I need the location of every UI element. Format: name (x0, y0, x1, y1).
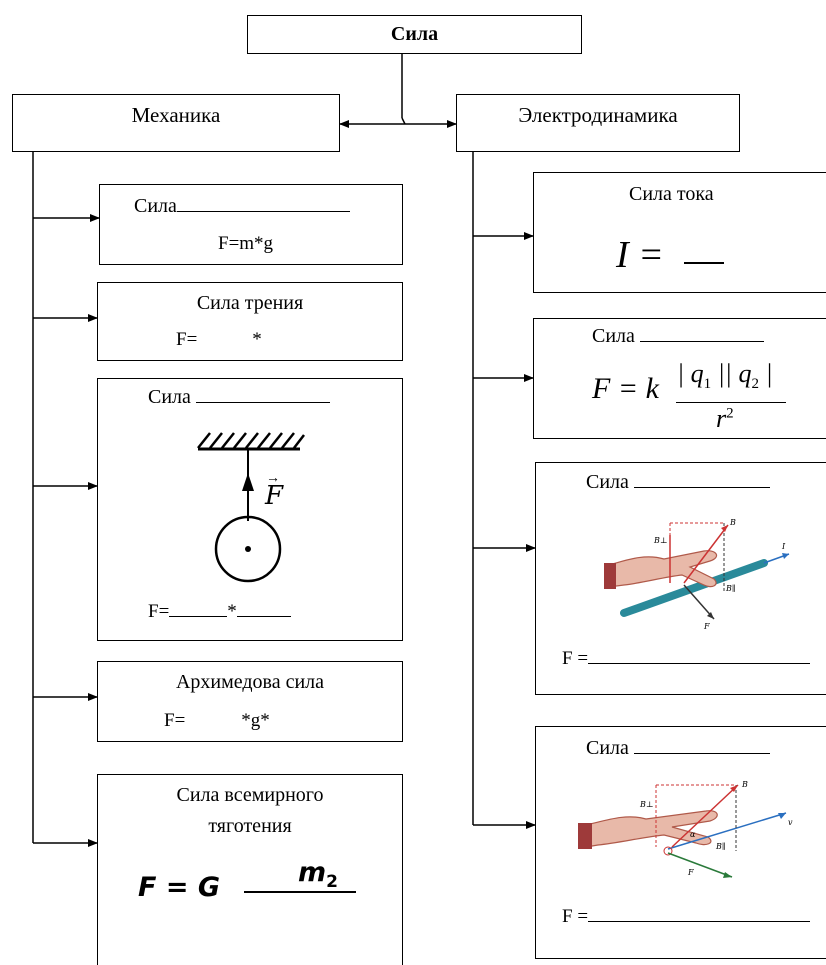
fig-label-b: B (741, 780, 748, 789)
mechanics-header-box: Механика (12, 94, 340, 152)
fig-label-f: F (703, 622, 710, 631)
coulomb-fraction-bar (676, 402, 786, 403)
fig-label-alpha: α (690, 830, 696, 839)
electro-box-ampere: Сила B B⊥ B∥ I F F = (535, 462, 826, 695)
hanging-ball-figure (197, 432, 305, 583)
archimedes-title: Архимедова сила (175, 671, 325, 693)
coulomb-r-sup: 2 (726, 405, 734, 422)
coulomb-formula-lhs: F = k (592, 372, 659, 405)
title-box: Сила (247, 15, 582, 54)
gravity-label-text: Сила (134, 195, 177, 217)
coulomb-q2-sub: 2 (751, 376, 759, 393)
tension-formula: F= * (148, 601, 291, 623)
fig-label-bperp: B⊥ (653, 536, 667, 545)
archimedes-formula-prefix: F= (164, 710, 186, 731)
left-hand-rule-charge-figure: B B⊥ B∥ v F α (578, 780, 793, 878)
answer-blank (633, 753, 770, 754)
friction-formula: F= * (176, 329, 262, 351)
tension-vector-label: F (265, 481, 284, 511)
fig-label-i: I (781, 542, 786, 551)
gravitation-numerator: m2 (298, 857, 338, 892)
coulomb-label: Сила (592, 325, 764, 348)
fig-label-v: v (788, 818, 793, 827)
fig-label-f: F (687, 868, 694, 877)
gravitation-fraction-bar (244, 891, 356, 893)
gravitation-num-sub: 2 (326, 872, 338, 892)
coulomb-label-text: Сила (592, 325, 635, 347)
answer-blank (176, 211, 350, 212)
friction-formula-mid: * (252, 329, 262, 350)
mech-box-friction: Сила трения F= * (97, 282, 403, 361)
mech-box-gravitation: Сила всемирного тяготения F = G m2 (97, 774, 403, 965)
friction-formula-prefix: F= (176, 329, 198, 350)
force-arrow-head (242, 473, 254, 491)
coulomb-q2: q (738, 359, 752, 388)
mechanics-header-text: Механика (131, 103, 221, 127)
electro-box-current: Сила тока I = (533, 172, 826, 293)
answer-blank (639, 341, 764, 342)
mech-box-gravity-label: Сила (134, 195, 350, 218)
gravitation-title-1: Сила всемирного (176, 784, 324, 806)
lorentz-label: Сила (586, 737, 770, 760)
mech-box-tension: Сила F → F= * (97, 378, 403, 641)
gravitation-formula-lhs: F = G (138, 872, 221, 903)
gravitation-num-m: m (298, 857, 327, 888)
current-title: Сила тока (629, 183, 714, 205)
electro-header-text: Электродинамика (518, 103, 678, 127)
answer-blank (633, 487, 770, 488)
tension-formula-prefix: F= (148, 601, 170, 622)
ampere-formula-prefix: F = (562, 648, 589, 669)
friction-title: Сила трения (196, 292, 304, 314)
current-formula: I = (616, 234, 664, 276)
archimedes-formula-mid: *g* (241, 710, 270, 731)
electro-box-coulomb: Сила F = k | q1 || q2 | r2 (533, 318, 826, 439)
coulomb-r: r (716, 404, 727, 433)
fig-label-b: B (729, 518, 736, 527)
answer-blank (195, 402, 330, 403)
coulomb-numerator: | q1 || q2 | (677, 359, 773, 393)
gravitation-title-2: тяготения (208, 815, 292, 837)
fig-label-bperp: B⊥ (639, 800, 653, 809)
ampere-label: Сила (586, 471, 770, 494)
electro-header-box: Электродинамика (456, 94, 740, 152)
electro-box-lorentz: Сила B B⊥ B∥ v F α F = (535, 726, 826, 959)
answer-blank (169, 616, 228, 617)
fig-label-bpar: B∥ (725, 584, 736, 593)
answer-blank (588, 921, 811, 922)
gravity-formula: F=m*g (218, 233, 274, 254)
lorentz-formula-prefix: F = (562, 906, 589, 927)
answer-blank (236, 616, 291, 617)
tension-formula-mid: * (227, 601, 237, 622)
title-text: Сила (390, 23, 439, 45)
tension-label-text: Сила (148, 386, 191, 408)
current-fraction-bar (684, 262, 724, 264)
lorentz-formula: F = (562, 906, 811, 928)
coulomb-q1-sub: 1 (703, 376, 712, 393)
coulomb-denominator: r2 (716, 404, 734, 434)
mech-box-archimedes: Архимедова сила F= *g* (97, 661, 403, 742)
coulomb-q1: q (690, 359, 704, 388)
tension-vector-arrow: → (266, 471, 280, 486)
tension-label: Сила (148, 386, 330, 409)
mech-box-gravity: Сила F=m*g (99, 184, 403, 265)
lorentz-label-text: Сила (586, 737, 629, 759)
archimedes-formula: F= *g* (164, 710, 270, 732)
fig-label-bpar: B∥ (715, 842, 726, 851)
left-hand-rule-current-figure: B B⊥ B∥ I F (604, 518, 790, 631)
answer-blank (588, 663, 811, 664)
ampere-label-text: Сила (586, 471, 629, 493)
ampere-formula: F = (562, 648, 811, 670)
